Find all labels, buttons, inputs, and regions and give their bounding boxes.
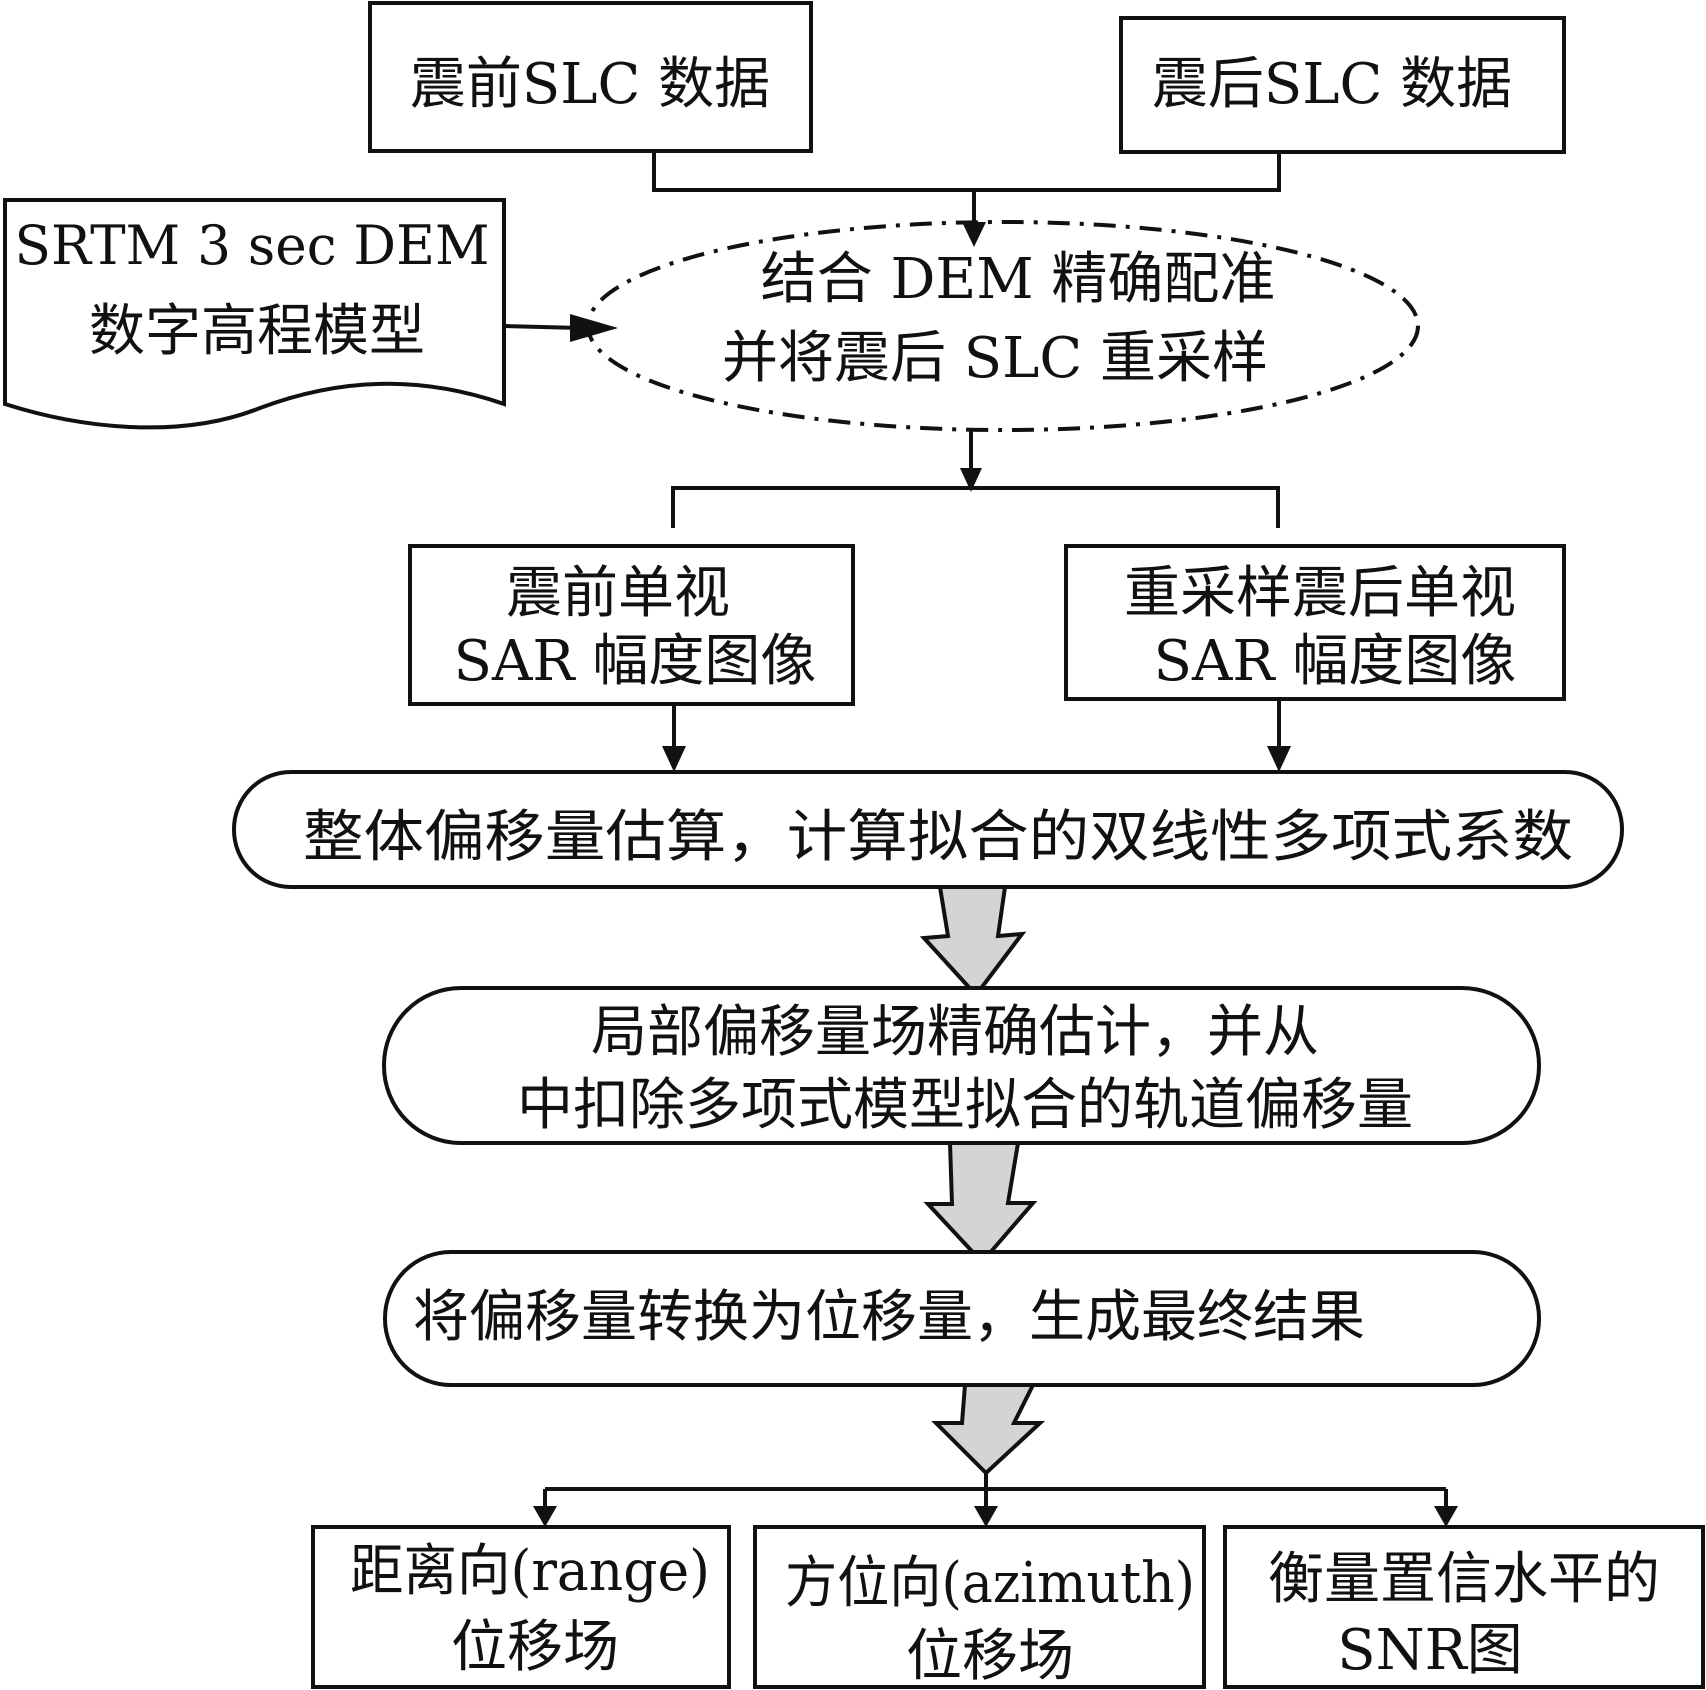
pre-sar-to-global-arrowhead: [662, 746, 686, 772]
coreg-label-line1: 结合 DEM 精确配准: [761, 247, 1276, 312]
coreg-label-line2: 并将震后 SLC 重采样: [722, 326, 1268, 391]
pre-slc-label: 震前SLC 数据: [410, 52, 770, 117]
range-label-line2: 位移场: [451, 1615, 619, 1680]
range-label-line1: 距离向(range): [350, 1539, 710, 1604]
post-sar-label-line1: 重采样震后单视: [1124, 561, 1516, 626]
global-offset-node: 整体偏移量估算，计算拟合的双线性多项式系数: [232, 770, 1624, 889]
local-offset-node: 局部偏移量场精确估计，并从 中扣除多项式模型拟合的轨道偏移量: [382, 986, 1541, 1145]
pre-slc-node: 震前SLC 数据: [368, 1, 813, 153]
dem-label-line1: SRTM 3 sec DEM: [15, 214, 490, 277]
local-offset-label-line1: 局部偏移量场精确估计，并从: [591, 1000, 1319, 1065]
post-sar-label-line2: SAR 幅度图像: [1154, 629, 1517, 694]
coreg-node: 结合 DEM 精确配准 并将震后 SLC 重采样: [586, 220, 1420, 432]
flow-arrow-1: [919, 885, 1027, 999]
post-slc-label: 震后SLC 数据: [1152, 52, 1512, 117]
local-offset-label-line2: 中扣除多项式模型拟合的轨道偏移量: [517, 1073, 1413, 1138]
post-slc-node: 震后SLC 数据: [1119, 16, 1566, 154]
snr-label-line2: SNR图: [1337, 1618, 1523, 1683]
azimuth-node: 方位向(azimuth) 位移场: [753, 1525, 1206, 1689]
dem-node: SRTM 3 sec DEM 数字高程模型: [3, 198, 506, 430]
to-snr-arrowhead: [1434, 1506, 1458, 1527]
to-azimuth-arrowhead: [974, 1506, 998, 1527]
snr-node: 衡量置信水平的 SNR图: [1223, 1525, 1705, 1689]
pre-sar-node: 震前单视 SAR 幅度图像: [408, 544, 855, 706]
to-range-arrowhead: [533, 1506, 557, 1527]
dem-label-line2: 数字高程模型: [89, 299, 425, 364]
global-offset-label: 整体偏移量估算，计算拟合的双线性多项式系数: [303, 805, 1573, 870]
snr-label-line1: 衡量置信水平的: [1268, 1547, 1660, 1612]
post-sar-to-global-arrowhead: [1267, 746, 1291, 772]
azimuth-label-line2: 位移场: [906, 1624, 1074, 1689]
flow-arrow-3: [931, 1383, 1046, 1476]
flow-arrow-2: [923, 1141, 1038, 1265]
pre-sar-label-line2: SAR 幅度图像: [454, 629, 817, 694]
convert-label: 将偏移量转换为位移量，生成最终结果: [413, 1285, 1365, 1350]
post-sar-node: 重采样震后单视 SAR 幅度图像: [1064, 544, 1566, 701]
coreg-to-split-arrowhead: [960, 468, 982, 492]
slc-to-coreg-arrowhead: [962, 222, 986, 247]
range-node: 距离向(range) 位移场: [311, 1525, 731, 1689]
split-connector: [671, 486, 1280, 528]
convert-node: 将偏移量转换为位移量，生成最终结果: [383, 1250, 1541, 1387]
azimuth-label-line1: 方位向(azimuth): [785, 1551, 1195, 1616]
pre-sar-label-line1: 震前单视: [506, 561, 730, 626]
slc-merge-connector: [652, 151, 1281, 192]
dem-to-coreg-arrow: [503, 324, 581, 330]
dem-to-coreg-arrowhead: [570, 314, 618, 342]
